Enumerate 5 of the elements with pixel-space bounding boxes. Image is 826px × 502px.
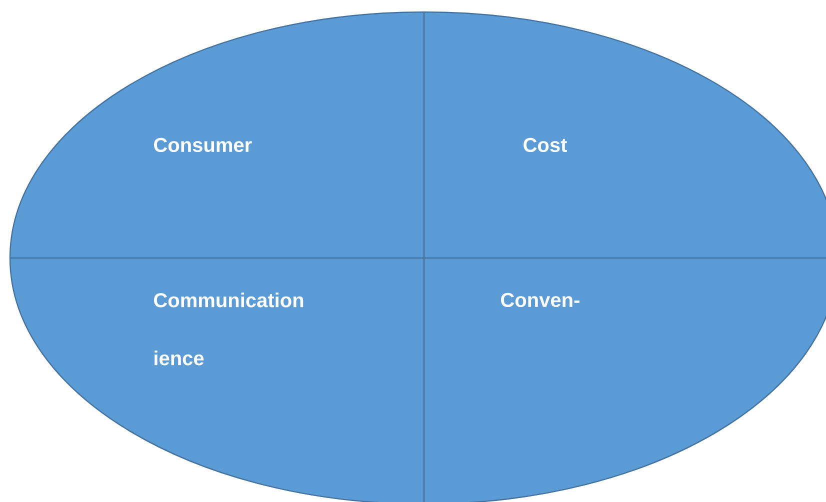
quadrant-label: Communication bbox=[154, 292, 304, 308]
quadrant-label: ience bbox=[154, 350, 204, 366]
quadrant-label: Conven- bbox=[501, 292, 580, 308]
quadrant-label: Cost bbox=[524, 138, 567, 152]
quadrant-label: Consumer bbox=[154, 138, 252, 152]
